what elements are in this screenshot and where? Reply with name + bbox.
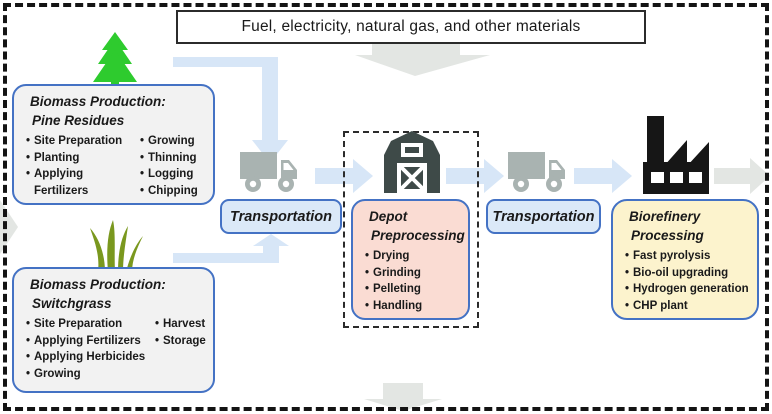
panel-title: Biomass Production: Pine Residues xyxy=(30,94,166,128)
bullet-item: Storage xyxy=(151,333,207,350)
bullet-item: Grinding xyxy=(361,265,462,282)
bullet-item: Fast pyrolysis xyxy=(621,248,751,265)
elbow-arrow-up-icon xyxy=(173,234,289,263)
switchgrass-production-panel: Biomass Production: Switchgrass Site Pre… xyxy=(12,267,215,393)
bullet-item: Thinning xyxy=(136,150,207,167)
bullet-item: Harvest xyxy=(151,316,207,333)
right-arrow-icon xyxy=(574,159,632,193)
bullet-item: Drying xyxy=(361,248,462,265)
bullet-item: Applying Fertilizers xyxy=(22,166,136,199)
bullet-item: Pelleting xyxy=(361,281,462,298)
barn-icon xyxy=(384,131,440,193)
materials-input-label: Fuel, electricity, natural gas, and othe… xyxy=(241,18,581,35)
bullet-item: Bio-oil upgrading xyxy=(621,265,751,282)
bullet-item: Logging xyxy=(136,166,207,183)
pine-production-panel: Biomass Production: Pine Residues Site P… xyxy=(12,84,215,205)
right-arrow-icon xyxy=(714,158,770,194)
right-arrow-icon xyxy=(446,159,504,193)
truck-icon xyxy=(240,152,297,192)
bullet-item: Growing xyxy=(136,133,207,150)
bullet-item: Applying Herbicides xyxy=(22,349,151,366)
truck-icon xyxy=(508,152,565,192)
grass-icon xyxy=(90,220,143,272)
transportation-label: Transportation xyxy=(492,208,595,225)
bullet-item: Chipping xyxy=(136,183,207,200)
materials-input-box: Fuel, electricity, natural gas, and othe… xyxy=(176,10,646,44)
transportation-2-box: Transportation xyxy=(486,199,601,234)
bullet-item: Hydrogen generation xyxy=(621,281,751,298)
bullet-item: Planting xyxy=(22,150,136,167)
bullet-item: Site Preparation xyxy=(22,133,136,150)
panel-title: Biomass Production: Switchgrass xyxy=(30,277,166,311)
panel-title: Biorefinery Processing xyxy=(629,209,704,243)
bullet-item: Handling xyxy=(361,298,462,315)
biorefinery-panel: Biorefinery Processing Fast pyrolysis Bi… xyxy=(611,199,759,320)
outer-dashed-border xyxy=(3,3,769,411)
factory-icon xyxy=(643,116,709,194)
transportation-1-box: Transportation xyxy=(220,199,342,234)
panel-title: Depot Preprocessing xyxy=(369,209,465,243)
depot-panel: Depot Preprocessing Drying Grinding Pell… xyxy=(351,199,470,320)
bullet-item: Applying Fertilizers xyxy=(22,333,151,350)
down-arrow-icon xyxy=(364,383,442,411)
bullet-item: Growing xyxy=(22,366,151,383)
transportation-label: Transportation xyxy=(229,208,333,225)
down-arrow-icon xyxy=(355,38,490,76)
bullet-item: Site Preparation xyxy=(22,316,151,333)
bullet-item: CHP plant xyxy=(621,298,751,315)
